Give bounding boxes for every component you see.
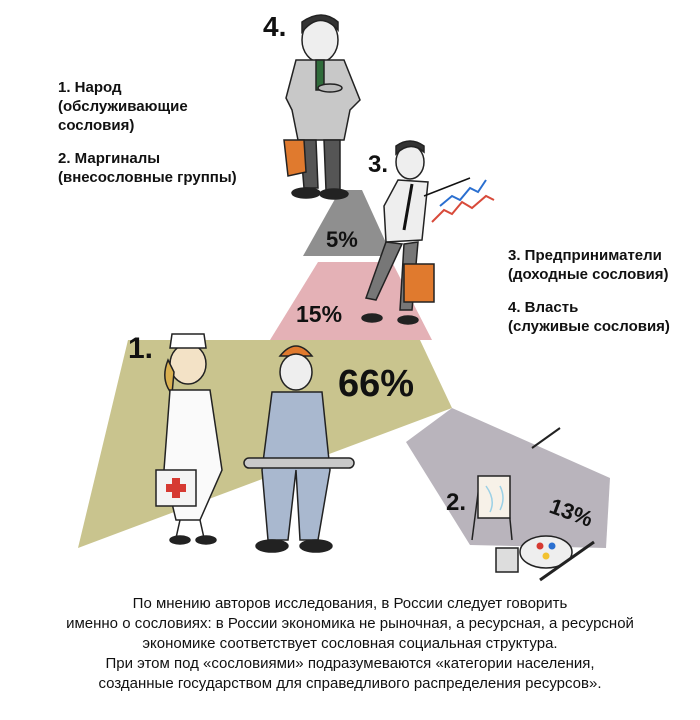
- caption-line: По мнению авторов исследования, в России…: [132, 595, 568, 612]
- marker-2: 2.: [446, 489, 466, 516]
- marker-3: 3.: [368, 151, 388, 178]
- marginal-props: [471, 427, 595, 582]
- caption-line: созданные государством для справедливого…: [98, 675, 602, 692]
- tier-5-shape: [303, 190, 392, 256]
- legend-right: 3. Предприниматели (доходные сословия) 4…: [508, 246, 698, 350]
- legend-item-entrepreneurs: 3. Предприниматели (доходные сословия): [508, 246, 698, 284]
- caption-line: При этом под «сословиями» подразумеваютс…: [105, 655, 595, 672]
- worker-figure: [243, 345, 355, 553]
- entrepreneur-figure: [361, 140, 495, 325]
- legend-item-power-subtitle: (служивые сословия): [508, 318, 670, 335]
- legend-item-people-title: 1. Народ: [58, 79, 122, 96]
- tier-5-label: 5%: [326, 227, 358, 252]
- legend-item-marginals: 2. Маргиналы (внесословные группы): [58, 149, 298, 187]
- official-figure: [283, 14, 361, 200]
- legend-item-people-subtitle: (обслуживающие: [58, 98, 188, 115]
- caption-line: экономике соответствует сословная социал…: [142, 635, 558, 652]
- legend-item-marginals-title: 2. Маргиналы: [58, 150, 161, 167]
- doctor-figure: [155, 333, 223, 545]
- caption: По мнению авторов исследования, в России…: [20, 594, 680, 694]
- tier-15-shape: [270, 262, 432, 340]
- legend-left: 1. Народ (обслуживающие сословия) 2. Мар…: [58, 78, 298, 201]
- legend-item-marginals-subtitle: (внесословные группы): [58, 169, 237, 186]
- marker-4: 4.: [263, 11, 286, 42]
- legend-item-people-subtitle2: сословия): [58, 117, 135, 134]
- tier-66-label: 66%: [338, 363, 414, 405]
- legend-item-entrepreneurs-title: 3. Предприниматели: [508, 247, 662, 264]
- legend-item-power: 4. Власть (служивые сословия): [508, 298, 698, 336]
- legend-item-people: 1. Народ (обслуживающие сословия): [58, 78, 298, 135]
- legend-item-power-title: 4. Власть: [508, 299, 579, 316]
- caption-line: именно о сословиях: в России экономика н…: [66, 615, 634, 632]
- legend-item-entrepreneurs-subtitle: (доходные сословия): [508, 266, 669, 283]
- marker-1: 1.: [128, 332, 153, 365]
- tier-15-label: 15%: [296, 301, 342, 327]
